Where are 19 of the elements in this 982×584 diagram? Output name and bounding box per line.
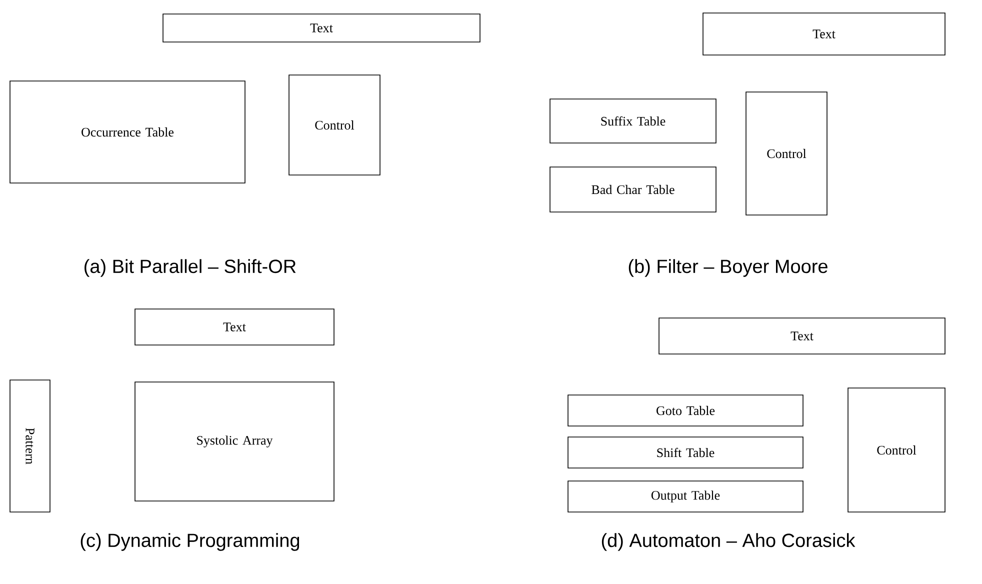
text-box: Control (848, 388, 946, 512)
text-box: Text (162, 14, 480, 42)
text-box: Suffix Table (550, 98, 716, 144)
caption: (b) Filter – Boyer Moore (628, 259, 828, 277)
caption: (c) Dynamic Programming (80, 533, 300, 551)
text-box: Control (288, 74, 380, 176)
text-box: Control (746, 92, 828, 216)
text-box: Text (702, 12, 946, 56)
caption: (d) Automaton – Aho Corasick (602, 533, 856, 551)
text-box: Occurrence Table (10, 80, 246, 184)
text-box: Text (658, 318, 946, 354)
text-box: Text (134, 308, 334, 346)
text-box: Shift Table (568, 436, 804, 468)
caption: (a) Bit Parallel – Shift-OR (84, 259, 296, 277)
text-box: Systolic Array (134, 382, 334, 502)
text-box: Bad Char Table (550, 166, 716, 212)
text-box: Pattern (10, 380, 50, 512)
text-box: Goto Table (568, 394, 804, 426)
text-box: Output Table (568, 480, 804, 512)
